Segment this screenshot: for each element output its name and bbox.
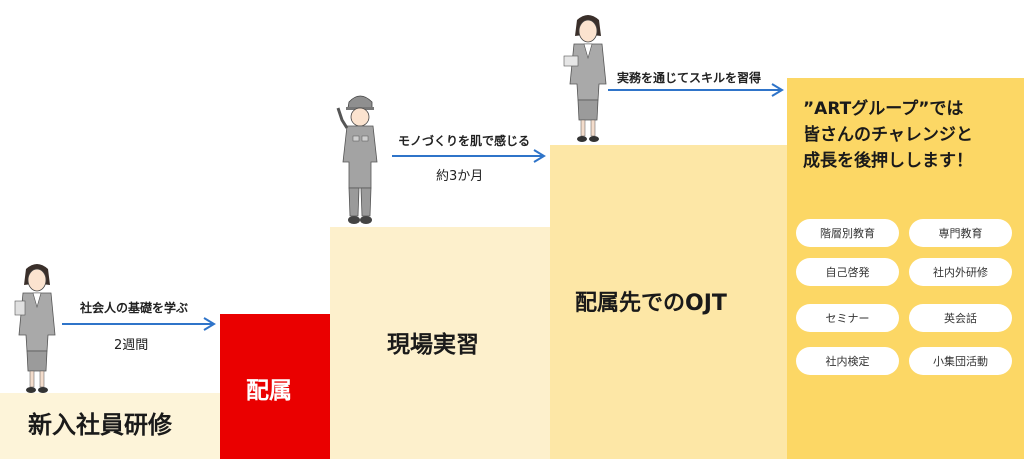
duration-newhire: 2週間 (114, 338, 149, 353)
step-label-assign: 配属 (246, 378, 292, 404)
arrow-newhire (62, 317, 216, 331)
step-label-onsite: 現場実習 (387, 332, 479, 358)
program-pill: 社内検定 (796, 347, 899, 375)
step-label-ojt: 配属先でのOJT (575, 291, 727, 316)
caption-onsite: モノづくりを肌で感じる (398, 134, 531, 148)
support-headline-line-2: 皆さんのチャレンジと (803, 125, 973, 145)
step-block-assign (220, 314, 330, 459)
program-pill: 自己啓発 (796, 258, 899, 286)
arrow-ojt (608, 83, 784, 97)
program-pill: 階層別教育 (796, 219, 899, 247)
duration-onsite: 約3か月 (436, 169, 484, 184)
program-pill: 英会話 (909, 304, 1012, 332)
support-headline-line-1: ”ARTグループ”では (803, 99, 964, 119)
program-pill: 小集団活動 (909, 347, 1012, 375)
program-pill: 専門教育 (909, 219, 1012, 247)
worker-illustration (336, 95, 378, 224)
support-headline: ”ARTグループ”では 皆さんのチャレンジと 成長を後押しします！ (803, 96, 973, 174)
step-block-newhire (0, 393, 220, 459)
program-pill: 社内外研修 (909, 258, 1012, 286)
step-label-newhire: 新入社員研修 (28, 411, 172, 439)
arrow-onsite (392, 149, 546, 163)
support-headline-line-3: 成長を後押しします！ (803, 151, 973, 171)
caption-newhire: 社会人の基礎を学ぶ (80, 301, 189, 315)
businesswoman-illustration-2 (563, 15, 607, 142)
program-pill: セミナー (796, 304, 899, 332)
businesswoman-illustration-1 (14, 264, 56, 393)
caption-ojt: 実務を通じてスキルを習得 (617, 71, 762, 85)
step-block-ojt (550, 145, 787, 459)
step-block-onsite (330, 227, 550, 459)
